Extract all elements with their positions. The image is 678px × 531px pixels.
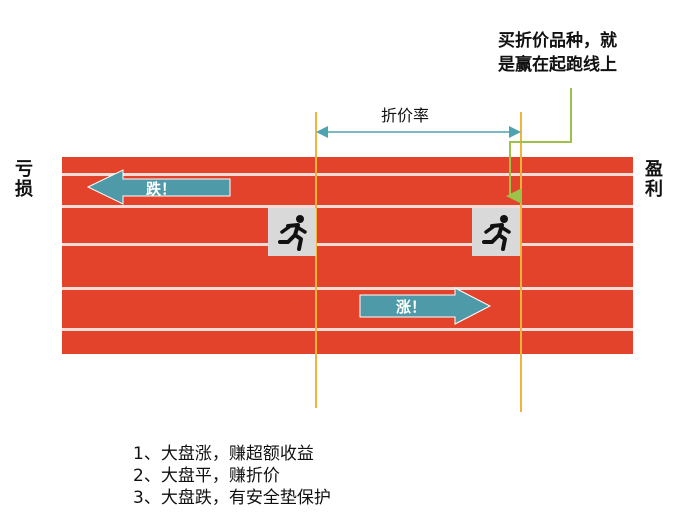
- running-person-icon: [268, 208, 316, 256]
- notes-list: 1、大盘涨，赚超额收益 2、大盘平，赚折价 3、大盘跌，有安全垫保护: [133, 443, 331, 509]
- rise-arrow-label: 涨！: [396, 296, 426, 317]
- fall-arrow-label: 跌！: [146, 178, 176, 199]
- runner-start: [268, 208, 316, 256]
- notes-item: 1、大盘涨，赚超额收益: [133, 443, 331, 465]
- notes-item: 2、大盘平，赚折价: [133, 465, 331, 487]
- callout-pointer: [510, 88, 571, 196]
- runner-discounted: [472, 208, 520, 256]
- notes-item: 3、大盘跌，有安全垫保护: [133, 487, 331, 509]
- running-person-icon: [472, 208, 520, 256]
